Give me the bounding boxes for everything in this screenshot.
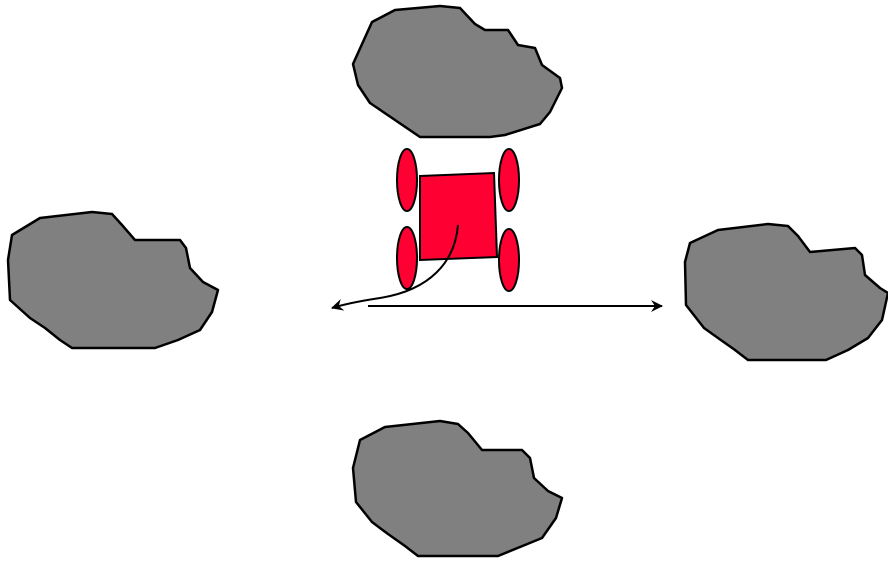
robot-wheel-front-left xyxy=(396,148,418,212)
robot-wheel-rear-right xyxy=(498,228,520,292)
obstacle-left xyxy=(6,210,220,350)
curved-path-left xyxy=(331,224,459,311)
robot-wheel-rear-left xyxy=(396,226,418,290)
robot-wheel-front-right xyxy=(498,148,520,212)
robot xyxy=(396,148,520,292)
obstacle-top xyxy=(351,4,564,139)
robot-body xyxy=(419,171,499,262)
obstacle-bottom xyxy=(351,419,564,558)
obstacle-right xyxy=(683,222,888,362)
